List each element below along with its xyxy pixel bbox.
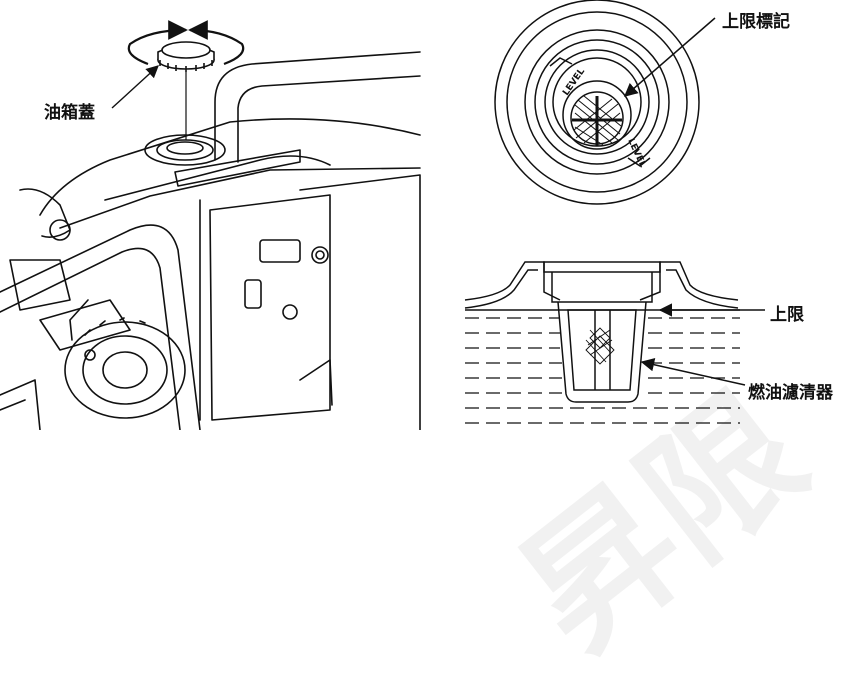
fuel-filter-label: 燃油濾清器 bbox=[748, 383, 833, 403]
rotation-arrows-icon bbox=[127, 20, 245, 66]
fuel-cap-leader bbox=[111, 65, 159, 109]
upper-limit-mark-label: 上限標記 bbox=[722, 12, 790, 32]
fuel-cap bbox=[157, 41, 215, 72]
fuel-filter-leader bbox=[640, 358, 746, 386]
filler-neck-cross-section bbox=[464, 261, 739, 403]
filter-mesh-pattern bbox=[585, 327, 615, 365]
fuel-cap-label: 油箱蓋 bbox=[44, 103, 95, 123]
upper-limit-label: 上限 bbox=[770, 305, 804, 325]
fuel-level-lines bbox=[465, 317, 740, 424]
diagram-illustration: LEVEL LEVEL bbox=[0, 0, 765, 430]
fuel-cap-diagram: 昇限 bbox=[0, 0, 835, 685]
generator-illustration bbox=[0, 51, 421, 430]
filler-neck-top-view bbox=[494, 0, 700, 205]
upper-limit-mark-leader bbox=[623, 17, 716, 97]
